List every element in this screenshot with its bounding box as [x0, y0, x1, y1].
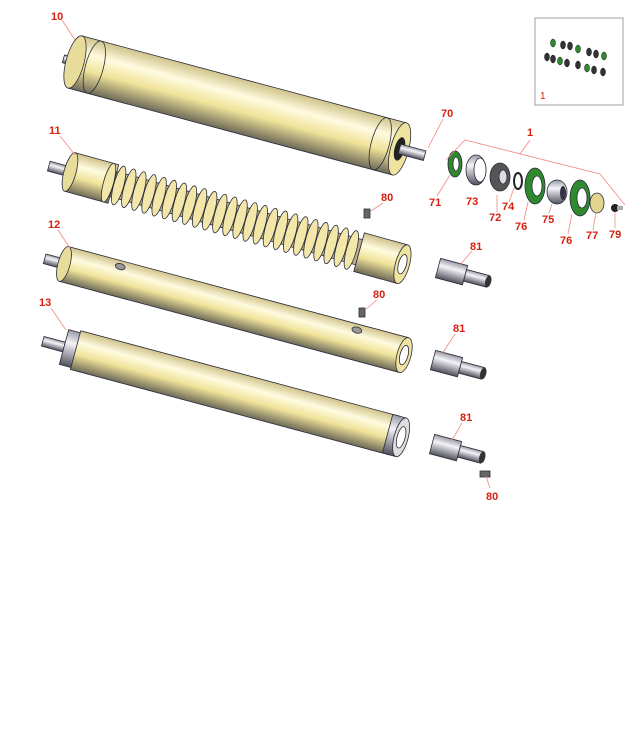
callout-10[interactable]: 10 [51, 11, 63, 23]
spiral-flight [232, 199, 248, 239]
inset-part [560, 40, 566, 50]
inset-part [575, 44, 581, 54]
spiral-flight [131, 171, 147, 211]
inset-part [586, 47, 592, 57]
spiral-flight [181, 185, 198, 225]
inset-part [544, 52, 550, 62]
inset-part [567, 41, 573, 51]
callout-81-a[interactable]: 81 [470, 241, 482, 253]
spiral-flight [161, 179, 177, 220]
callout-12[interactable]: 12 [48, 219, 60, 231]
inset-part [550, 38, 556, 48]
spiral-flight [171, 182, 187, 223]
callout-79[interactable]: 79 [609, 229, 621, 241]
callout-81-b[interactable]: 81 [453, 323, 465, 335]
spiral-flight [272, 210, 289, 251]
spiral-flight [333, 227, 349, 267]
spiral-flight [222, 196, 238, 237]
callout-81-c[interactable]: 81 [460, 412, 472, 424]
fitting-79 [611, 204, 623, 212]
roller-11[interactable] [43, 147, 414, 285]
spiral-flight [252, 205, 268, 245]
spiral-flight [192, 188, 208, 228]
spiral-flight [262, 207, 279, 248]
spiral-flight [303, 219, 319, 259]
spiral-flight [283, 213, 299, 253]
inset-part [564, 58, 570, 68]
inset-part [600, 67, 606, 77]
inset-part [591, 65, 597, 75]
callout-72[interactable]: 72 [489, 212, 501, 224]
seal-76a [524, 167, 546, 205]
callout-75[interactable]: 75 [542, 214, 554, 226]
spiral-flight [111, 165, 127, 206]
inset-part [557, 56, 563, 66]
spiral-flight [202, 191, 218, 231]
spiral-flight [121, 168, 137, 209]
shaft-81-b[interactable] [429, 349, 488, 384]
shaft-81-a[interactable] [434, 257, 493, 292]
callout-77[interactable]: 77 [586, 230, 598, 242]
callout-74[interactable]: 74 [502, 201, 515, 213]
spiral-flight [100, 162, 117, 203]
seal-71 [447, 150, 463, 178]
spiral-flight [343, 230, 359, 270]
leader-lines [50, 19, 626, 489]
inset-label: 1 [540, 91, 546, 102]
seal-76b [569, 179, 591, 217]
inset-part [575, 60, 581, 70]
inset-part [593, 49, 599, 59]
spiral-flight [242, 202, 258, 242]
roller-13[interactable] [38, 322, 413, 458]
ring-74 [513, 172, 523, 190]
callout-11[interactable]: 11 [49, 125, 61, 137]
nut-77 [589, 192, 605, 214]
callout-71[interactable]: 71 [429, 197, 441, 209]
cone-72 [489, 162, 511, 192]
callout-76b[interactable]: 76 [560, 235, 572, 247]
callout-80-b[interactable]: 80 [373, 289, 385, 301]
cup-73 [465, 154, 487, 186]
spiral-flight [212, 193, 228, 234]
roller-10[interactable] [56, 33, 431, 182]
inset-part [601, 51, 607, 61]
callout-73[interactable]: 73 [466, 196, 478, 208]
spiral-flight [141, 174, 157, 214]
inset-part [550, 54, 556, 64]
inset-thumbnail[interactable]: 1 [534, 17, 624, 106]
callout-76a[interactable]: 76 [515, 221, 527, 233]
callout-13[interactable]: 13 [39, 297, 51, 309]
spiral-flight [293, 216, 309, 256]
spiral-flight [313, 221, 329, 262]
callout-80-a[interactable]: 80 [381, 192, 393, 204]
grease-fitting-80-c [479, 470, 491, 478]
callout-80-c[interactable]: 80 [486, 491, 498, 503]
roller-12[interactable] [40, 241, 415, 374]
spiral-flight [323, 224, 339, 265]
inset-part [584, 63, 590, 73]
shaft-81-c[interactable] [428, 433, 487, 468]
callout-1[interactable]: 1 [527, 127, 533, 139]
spacer-75 [546, 179, 568, 205]
callouts: 10 11 12 13 70 1 71 73 72 74 76 75 76 77… [39, 11, 621, 503]
spiral-flight [151, 177, 167, 217]
bearing-kit [447, 150, 623, 217]
grease-fitting-80-a [363, 208, 371, 219]
callout-70[interactable]: 70 [441, 108, 453, 120]
grease-fitting-80-b [358, 307, 366, 318]
